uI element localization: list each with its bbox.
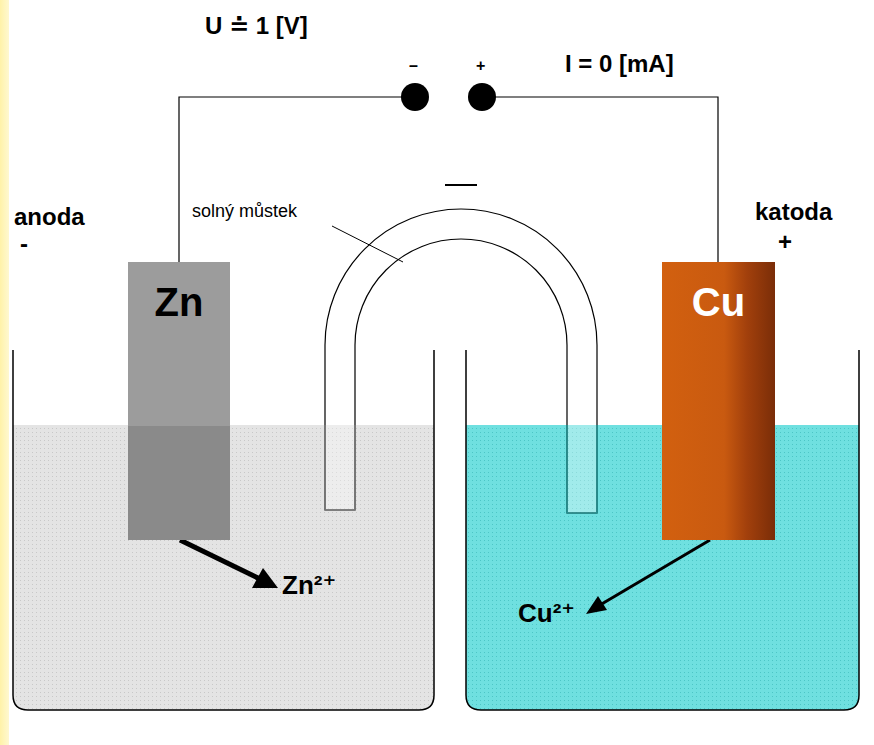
bridge-mark bbox=[445, 184, 477, 186]
wire bbox=[179, 97, 415, 262]
electrode-role: anoda bbox=[14, 205, 85, 229]
arrowhead bbox=[252, 568, 278, 588]
electrode-label: Cu bbox=[662, 262, 775, 322]
electrode: Cu bbox=[662, 262, 775, 540]
salt-bridge-right-leg bbox=[567, 425, 597, 513]
terminal-negative bbox=[401, 83, 429, 111]
electrode-label: Zn bbox=[128, 262, 230, 322]
polarity-sign: + bbox=[476, 58, 485, 74]
electrode: Zn bbox=[128, 262, 230, 540]
leader-line bbox=[332, 226, 403, 262]
current-label: I = 0 [mA] bbox=[565, 52, 674, 76]
ion-label: Cu²⁺ bbox=[518, 600, 575, 626]
electrode-role: katoda bbox=[755, 200, 832, 224]
ion-label: Zn²⁺ bbox=[282, 572, 336, 598]
terminal-positive bbox=[468, 83, 496, 111]
side-strip bbox=[0, 0, 9, 745]
polarity-sign: - bbox=[20, 232, 28, 256]
polarity-sign: – bbox=[409, 58, 418, 74]
part-name: solný můstek bbox=[192, 202, 297, 220]
salt-bridge-left-leg bbox=[325, 425, 355, 510]
ion-arrow bbox=[180, 540, 262, 580]
arrowhead bbox=[586, 596, 607, 614]
ion-arrow bbox=[600, 540, 710, 605]
salt-bridge bbox=[325, 209, 597, 513]
wire bbox=[482, 97, 718, 262]
voltage-label: U ≐ 1 [V] bbox=[205, 14, 308, 38]
polarity-sign: + bbox=[778, 230, 792, 254]
